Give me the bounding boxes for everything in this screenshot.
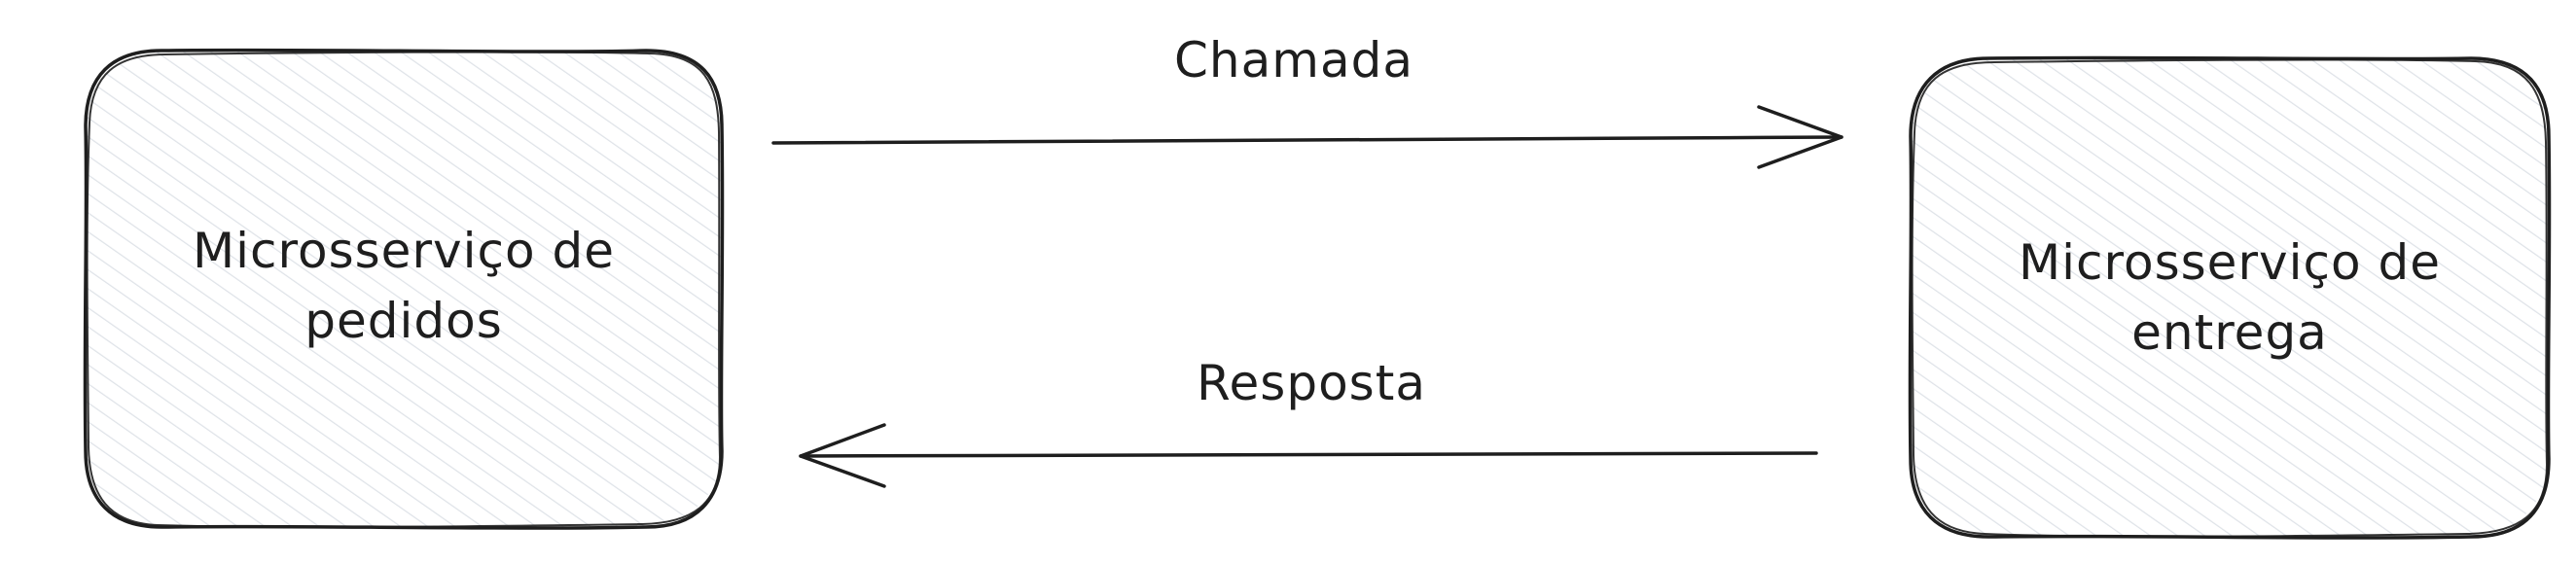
orders-service-label-line2: pedidos bbox=[304, 293, 503, 349]
delivery-service-label-line2: entrega bbox=[2131, 304, 2328, 361]
orders-service-label-line1: Microsserviço de bbox=[193, 223, 615, 279]
delivery-service-label-line1: Microsserviço de bbox=[2019, 234, 2441, 291]
delivery-service-box[interactable] bbox=[1908, 55, 2552, 540]
response-arrow[interactable] bbox=[799, 423, 1818, 488]
delivery-service-label: Microsserviço de entrega bbox=[1911, 228, 2549, 368]
call-arrow[interactable] bbox=[771, 105, 1843, 169]
response-arrow-label: Resposta bbox=[1197, 355, 1426, 411]
orders-service-label: Microsserviço de pedidos bbox=[86, 216, 722, 356]
call-arrow-label: Chamada bbox=[1174, 32, 1413, 88]
orders-service-box[interactable] bbox=[83, 48, 725, 530]
